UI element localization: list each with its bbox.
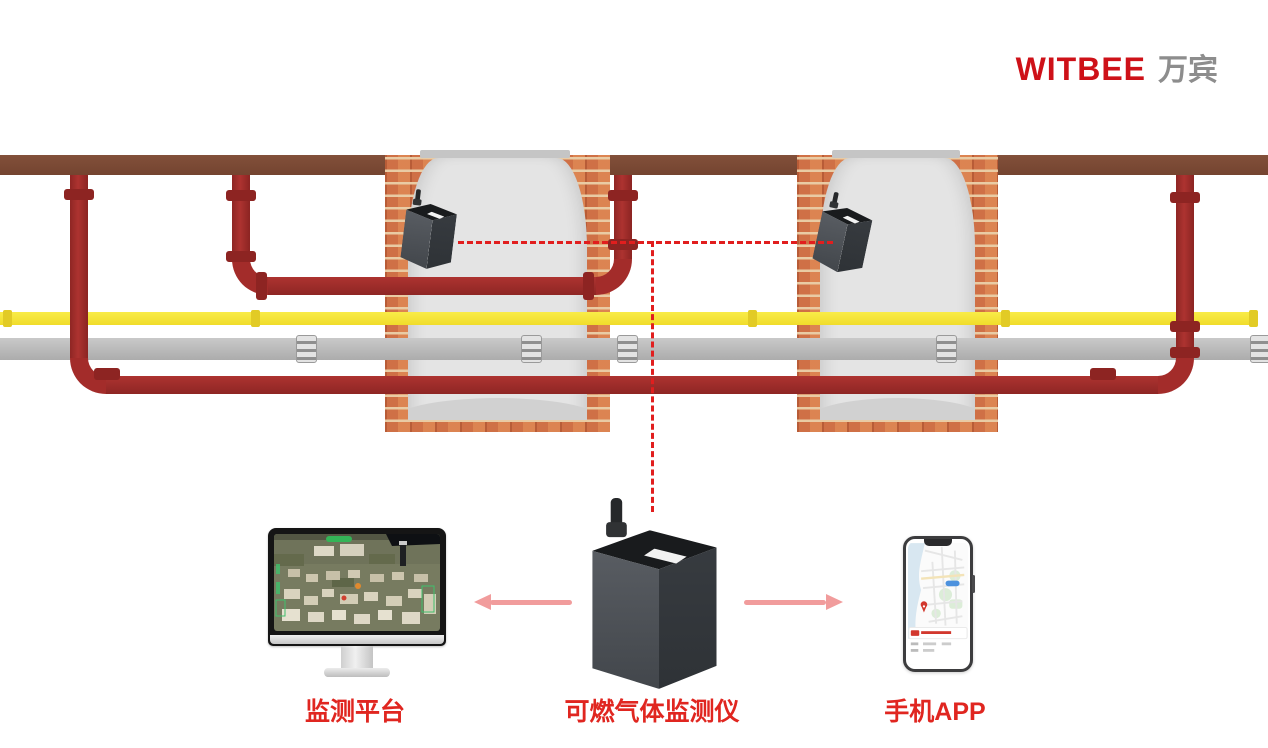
gas-pipe-joint — [1001, 310, 1010, 327]
antenna-base — [829, 201, 839, 209]
pipe-clamp — [936, 335, 957, 363]
pipe-flange — [94, 368, 120, 380]
antenna-icon — [610, 498, 623, 533]
monitor-base — [324, 668, 390, 677]
red-pipe-elbow — [596, 259, 632, 295]
road-surface-segment — [610, 155, 798, 175]
pipe-flange — [226, 190, 256, 201]
gas-pipe-joint — [748, 310, 757, 327]
red-pipe-vertical — [232, 175, 250, 259]
pipe-flange — [64, 189, 94, 200]
arrow-left-icon — [474, 594, 573, 610]
gas-detector-device — [590, 498, 719, 691]
gas-pipe-joint — [3, 310, 12, 327]
road-surface-segment — [998, 155, 1268, 175]
phone-side-button — [972, 575, 975, 593]
pipe-flange — [1090, 368, 1116, 380]
red-pipe-horizontal-mid — [268, 277, 596, 295]
red-pipe-elbow — [1158, 358, 1194, 394]
pipe-clamp — [296, 335, 317, 363]
pipe-flange — [256, 272, 267, 300]
device-front-face — [592, 550, 659, 689]
device-side-face — [658, 547, 717, 689]
manhole-collar — [832, 150, 960, 158]
caption-monitoring-platform: 监测平台 — [304, 698, 405, 726]
pipe-clamp — [521, 335, 542, 363]
signal-dashed-link-vertical — [651, 241, 654, 512]
road-surface-segment — [0, 155, 385, 175]
pipe-flange — [1170, 321, 1200, 332]
pipe-flange — [608, 239, 638, 250]
manhole-floor — [820, 398, 975, 420]
pipe-flange — [1170, 192, 1200, 203]
antenna-base — [606, 522, 627, 538]
pipe-flange — [1170, 347, 1200, 358]
gas-pipe-joint — [251, 310, 260, 327]
caption-mobile-app: 手机APP — [884, 698, 986, 726]
monitor-bezel — [268, 528, 446, 646]
pipe-flange — [226, 251, 256, 262]
monitoring-platform-map-screen — [274, 534, 440, 631]
red-pipe-vertical — [1176, 175, 1194, 358]
caption-gas-detector: 可燃气体监测仪 — [564, 698, 740, 726]
monitor-chin — [270, 635, 444, 644]
mobile-app-phone — [903, 536, 975, 672]
logo-brand-cn: 万宾 — [1158, 54, 1218, 87]
pipe-flange — [608, 190, 638, 201]
manhole-collar — [420, 150, 570, 158]
witbee-logo: WITBEE 万宾 — [1016, 45, 1218, 89]
gas-pipe-end-cap — [1249, 310, 1258, 327]
pipe-flange — [583, 272, 594, 300]
monitor-stand — [341, 646, 373, 669]
antenna-base — [412, 198, 422, 206]
pipe-clamp — [1250, 335, 1268, 363]
arrow-right-icon — [744, 594, 843, 610]
phone-notch — [924, 539, 952, 546]
gas-pipe-yellow — [0, 312, 1258, 325]
signal-dashed-link-horizontal — [458, 241, 833, 244]
red-pipe-vertical — [70, 175, 88, 358]
manhole-gas-detector-device — [398, 188, 460, 273]
pipe-clamp — [617, 335, 638, 363]
logo-brand-en: WITBEE — [1015, 51, 1146, 87]
monitoring-platform-monitor — [268, 528, 446, 678]
red-pipe-horizontal-bottom — [106, 376, 1158, 394]
mobile-app-map-screen — [908, 541, 968, 667]
manhole-floor — [408, 398, 587, 420]
